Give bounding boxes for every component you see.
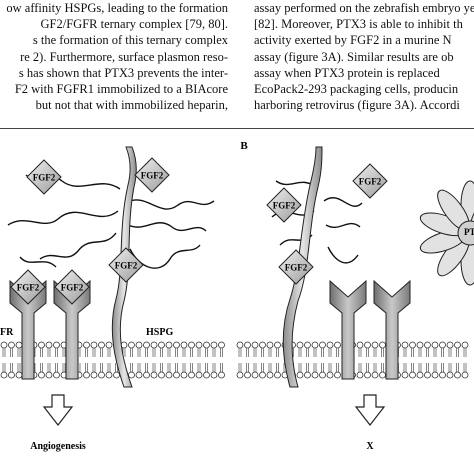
- fgf2-protein: FGF2: [108, 247, 144, 283]
- section-divider: [0, 128, 474, 129]
- text-line: s has shown that PTX3 prevents the inter…: [18, 65, 228, 80]
- fgf2-protein: FGF2: [266, 187, 302, 223]
- text-line: assay performed on the zebrafish embryo …: [254, 1, 474, 15]
- fgf2-protein: FGF2: [10, 269, 46, 305]
- cell-membrane-left: [0, 341, 225, 379]
- signal-arrow-right: [354, 394, 386, 426]
- fgf2-protein: FGF2: [134, 157, 170, 193]
- fgf2-protein: FGF2: [352, 163, 388, 199]
- signal-arrow-left: [42, 394, 74, 426]
- text-line: F2 with FGFR1 immobilized to a BIAcore: [14, 81, 228, 96]
- fgf2-protein: FGF2: [26, 159, 62, 195]
- fgf2-label: FGF2: [285, 263, 308, 273]
- fgf2-label: FGF2: [359, 177, 382, 187]
- fgf2-label: FGF2: [17, 283, 40, 293]
- text-line: ow affinity HSPGs, leading to the format…: [6, 1, 228, 15]
- text-line: assay when PTX3 protein is replaced: [254, 65, 440, 80]
- fgfr-label: FR: [0, 327, 14, 338]
- fgf2-label: FGF2: [273, 201, 296, 211]
- fgf2-label: FGF2: [61, 283, 84, 293]
- text-line: harboring retrovirus (figure 3A). Accord…: [254, 98, 460, 113]
- panel-label-b: B: [240, 140, 248, 152]
- ptx3-label: PT: [464, 227, 474, 237]
- text-line: s the formation of this ternary complex: [32, 33, 228, 48]
- right-text-column: assay performed on the zebrafish embryo …: [254, 0, 474, 113]
- fgf2-protein: FGF2: [278, 249, 314, 285]
- fgf2-label: FGF2: [141, 171, 164, 181]
- text-line: GF2/FGFR ternary complex [79, 80].: [40, 17, 228, 32]
- fgf2-protein: FGF2: [54, 269, 90, 305]
- outcome-x: X: [366, 441, 374, 452]
- text-line: EcoPack2-293 packaging cells, producin: [254, 81, 459, 96]
- text-line: but not that with immobilized heparin,: [35, 98, 228, 113]
- text-line: assay (figure 3A). Similar results are o…: [254, 49, 454, 64]
- fgf2-label: FGF2: [33, 173, 56, 183]
- hspg-label: HSPG: [146, 327, 173, 338]
- fgf2-label: FGF2: [115, 261, 138, 271]
- fgfr-dimer-right: [329, 279, 411, 380]
- text-line: [82]. Moreover, PTX3 is able to inhibit …: [254, 17, 463, 32]
- outcome-angiogenesis: Angiogenesis: [30, 441, 86, 452]
- left-text-column: ow affinity HSPGs, leading to the format…: [0, 0, 228, 113]
- text-line: re 2). Furthermore, surface plasmon reso…: [20, 49, 228, 64]
- text-line: activity exerted by FGF2 in a murine N: [254, 33, 452, 48]
